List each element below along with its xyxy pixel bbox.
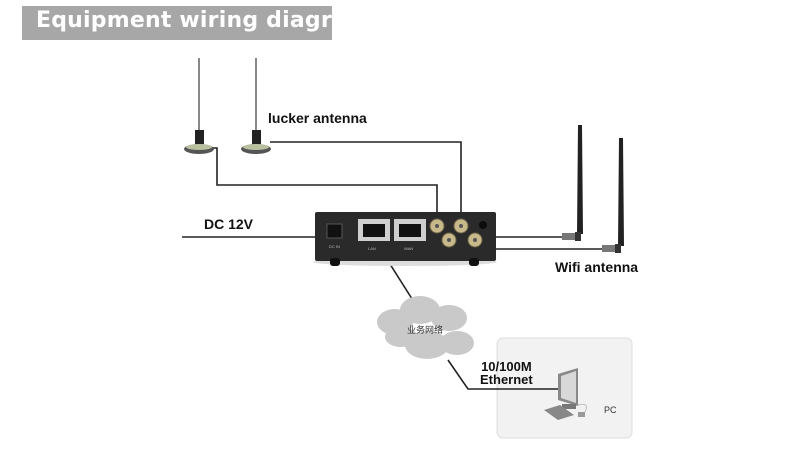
dc-in-port [326, 223, 343, 239]
wifi-antenna-label: Wifi antenna [555, 259, 639, 275]
wifi-antenna-2 [602, 138, 624, 253]
ethernet-label-type: Ethernet [480, 372, 533, 387]
pc-icon [544, 368, 587, 420]
pc-label: PC [604, 405, 617, 415]
reset-button [479, 221, 487, 229]
diagram-title: Equipment wiring diagram [36, 8, 371, 33]
lucker-antenna-2 [241, 58, 271, 154]
title-banner: Equipment wiring diagram [22, 6, 370, 40]
router-device: DC IN LAN WAN [313, 212, 497, 266]
lucker-antenna-label: lucker antenna [268, 110, 367, 126]
lucker-antenna-1-cable [207, 147, 438, 220]
network-cloud [377, 296, 474, 359]
ethernet-label: 10/100M Ethernet [480, 360, 533, 386]
dc-power-label: DC 12V [204, 216, 254, 232]
ethernet-label-speed: 10/100M [481, 359, 532, 374]
dc-in-label: DC IN [329, 244, 340, 249]
wan-label: WAN [404, 246, 413, 251]
network-cloud-label: 业务网络 [407, 326, 444, 336]
lucker-antenna-1 [184, 58, 214, 154]
ethernet-cable [447, 359, 560, 390]
wifi-antenna-1 [562, 125, 583, 241]
lan-label: LAN [368, 246, 376, 251]
lucker-antenna-2-cable [270, 141, 462, 220]
